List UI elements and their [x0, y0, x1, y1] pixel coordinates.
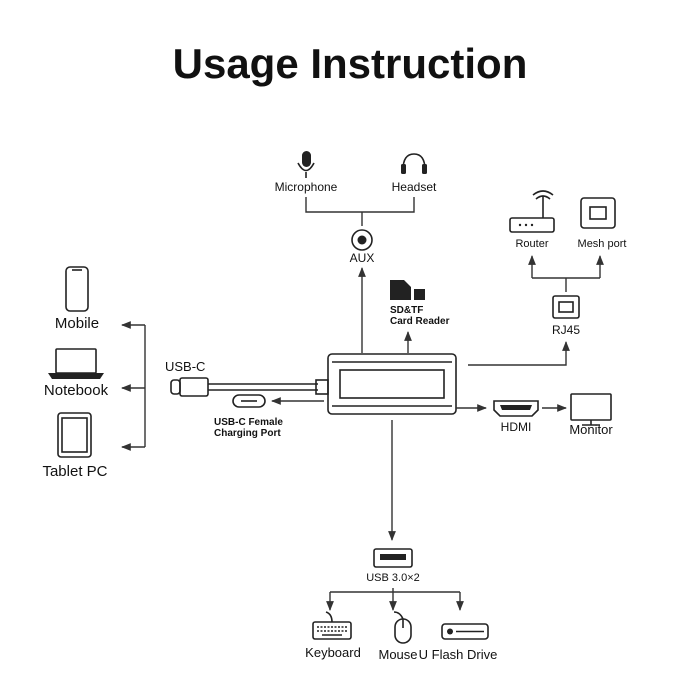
sd-tf-label-line2: Card Reader [390, 316, 450, 327]
sd-tf-label-line1: SD&TF [390, 305, 423, 316]
notebook-icon [48, 348, 104, 379]
usb-c-female-label-line2: Charging Port [214, 428, 281, 439]
usb-a-port-icon [373, 548, 413, 568]
headset-icon [401, 153, 427, 174]
page-title: Usage Instruction [172, 40, 528, 87]
sd-card-icon [390, 280, 425, 300]
aux-label: AUX [350, 251, 375, 265]
cable [208, 379, 329, 395]
mouse-label: Mouse [378, 647, 417, 662]
notebook-label: Notebook [44, 382, 109, 399]
flash-drive-icon [441, 623, 489, 640]
router-mesh-bracket [528, 255, 604, 292]
tablet-icon [57, 412, 92, 458]
hub-device [327, 353, 457, 415]
headset-label: Headset [392, 180, 437, 194]
mouse-icon [393, 611, 412, 644]
router-icon [509, 190, 555, 233]
usb-c-plug-icon [170, 377, 209, 397]
microphone-icon [297, 151, 315, 178]
rj45-port-icon [552, 295, 580, 319]
mobile-label: Mobile [55, 315, 99, 332]
microphone-label: Microphone [275, 180, 338, 194]
tablet-pc-label: Tablet PC [42, 463, 107, 480]
router-label: Router [515, 238, 548, 250]
usb-c-label: USB-C [165, 359, 205, 374]
hdmi-port-icon [493, 400, 539, 417]
hdmi-label: HDMI [501, 420, 532, 434]
keyboard-icon [312, 611, 352, 640]
u-flash-drive-label: U Flash Drive [419, 647, 498, 662]
mic-headset-bracket [305, 197, 415, 226]
usb-c-female-label-line1: USB-C Female [214, 417, 283, 428]
monitor-label: Monitor [569, 422, 613, 437]
mobile-icon [65, 266, 89, 312]
rj45-label: RJ45 [552, 323, 580, 337]
mesh-port-icon [580, 197, 616, 229]
aux-jack-icon [351, 229, 373, 251]
rj45-arrow [468, 341, 570, 366]
keyboard-label: Keyboard [305, 645, 361, 660]
usb3-bracket [326, 588, 464, 611]
monitor-icon [570, 393, 612, 426]
devices-bracket [121, 321, 146, 451]
usb3-label: USB 3.0×2 [366, 572, 420, 584]
usb-c-port-icon [232, 394, 266, 408]
mesh-port-label: Mesh port [578, 238, 627, 250]
